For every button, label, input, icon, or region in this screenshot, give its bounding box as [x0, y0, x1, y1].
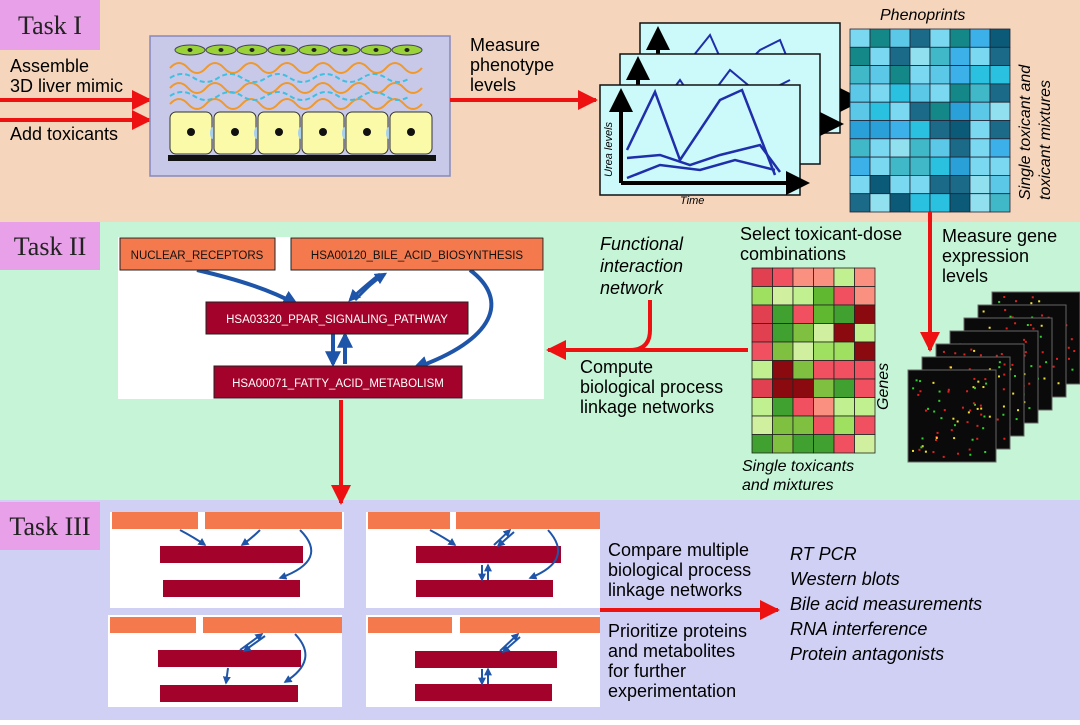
measure-phenotype-line2: phenotype	[470, 55, 554, 75]
phenoprints-side-label-1: Single toxicant and	[1017, 64, 1034, 200]
compute-line1: Compute	[580, 357, 653, 377]
assemble-label-line2: 3D liver mimic	[10, 76, 123, 96]
time-axis-label: Time	[680, 195, 704, 207]
prioritize-line3: for further	[608, 661, 686, 681]
method-bile-acid: Bile acid measurements	[790, 594, 982, 614]
node-ppar-signaling	[205, 301, 469, 335]
gene-expression-arrays	[907, 291, 1080, 463]
urea-axis-label: Urea levels	[603, 121, 615, 177]
genes-label: Genes	[875, 363, 892, 410]
task3-tab	[0, 502, 100, 550]
add-toxicants-label: Add toxicants	[10, 124, 118, 144]
node-bile-acid	[290, 237, 544, 271]
functional-line1: Functional	[600, 234, 684, 254]
selection-heatmap	[751, 267, 876, 454]
measure-gene-line3: levels	[942, 266, 988, 286]
task1-tab	[0, 0, 100, 50]
linkage-network-panel: NUCLEAR_RECEPTORS HSA00120_BILE_ACID_BIO…	[118, 237, 544, 399]
method-rt-pcr: RT PCR	[790, 544, 857, 564]
node-bile-acid-label: HSA00120_BILE_ACID_BIOSYNTHESIS	[311, 250, 524, 262]
node-fatty-acid-label: HSA00071_FATTY_ACID_METABOLISM	[232, 378, 444, 390]
measure-phenotype-line1: Measure	[470, 35, 540, 55]
compute-line3: linkage networks	[580, 397, 714, 417]
phenoprints-side-label-2: toxicant mixtures	[1037, 80, 1054, 200]
functional-line3: network	[600, 278, 664, 298]
phenoprints-title: Phenoprints	[880, 7, 965, 24]
task2-label: Task II	[14, 232, 87, 261]
phenotype-charts: Urea levels Time	[599, 22, 864, 207]
compare-line1: Compare multiple	[608, 540, 749, 560]
network-comparison-panels	[108, 512, 600, 707]
task1-label: Task I	[18, 11, 82, 40]
liver-mimic-illustration	[149, 35, 451, 177]
prioritize-line1: Prioritize proteins	[608, 621, 747, 641]
measure-phenotype-line3: levels	[470, 75, 516, 95]
compare-line2: biological process	[608, 560, 751, 580]
prioritize-line4: experimentation	[608, 681, 736, 701]
single-toxicants-line1: Single toxicants	[742, 458, 854, 475]
single-toxicants-line2: and mixtures	[742, 477, 834, 494]
functional-line2: interaction	[600, 256, 683, 276]
select-line2: combinations	[740, 244, 846, 264]
compare-line3: linkage networks	[608, 580, 742, 600]
task2-tab	[0, 222, 100, 270]
node-ppar-signaling-label: HSA03320_PPAR_SIGNALING_PATHWAY	[226, 314, 448, 326]
node-nuclear-receptors	[119, 237, 276, 271]
node-fatty-acid	[213, 365, 463, 399]
phenoprints-heatmap	[849, 28, 1011, 213]
method-rna-interference: RNA interference	[790, 619, 927, 639]
assemble-label-line1: Assemble	[10, 56, 89, 76]
select-line1: Select toxicant-dose	[740, 224, 902, 244]
method-western-blots: Western blots	[790, 569, 900, 589]
node-nuclear-receptors-label: NUCLEAR_RECEPTORS	[131, 250, 264, 262]
prioritize-line2: and metabolites	[608, 641, 735, 661]
measure-gene-line2: expression	[942, 246, 1029, 266]
compute-line2: biological process	[580, 377, 723, 397]
measure-gene-line1: Measure gene	[942, 226, 1057, 246]
task3-label: Task III	[9, 512, 90, 541]
method-protein-antagonists: Protein antagonists	[790, 644, 944, 664]
